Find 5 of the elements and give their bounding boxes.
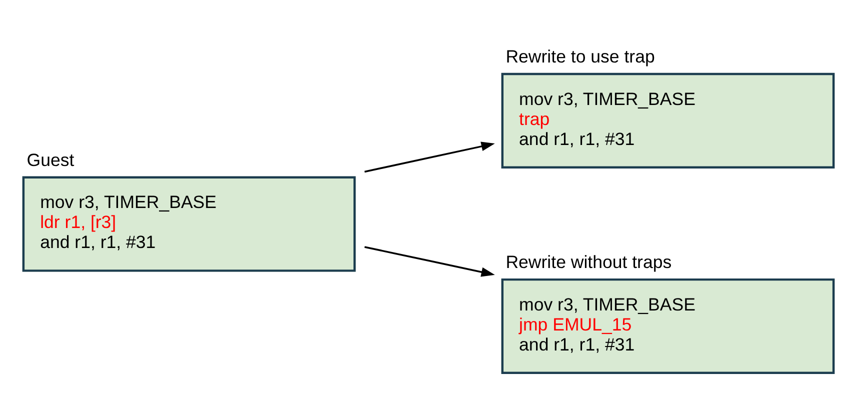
node-label: Rewrite to use trap: [505, 46, 654, 67]
node-label: Rewrite without traps: [505, 252, 672, 272]
arrow: [364, 246, 494, 277]
node-label: Guest: [26, 150, 74, 170]
arrow: [364, 142, 494, 173]
